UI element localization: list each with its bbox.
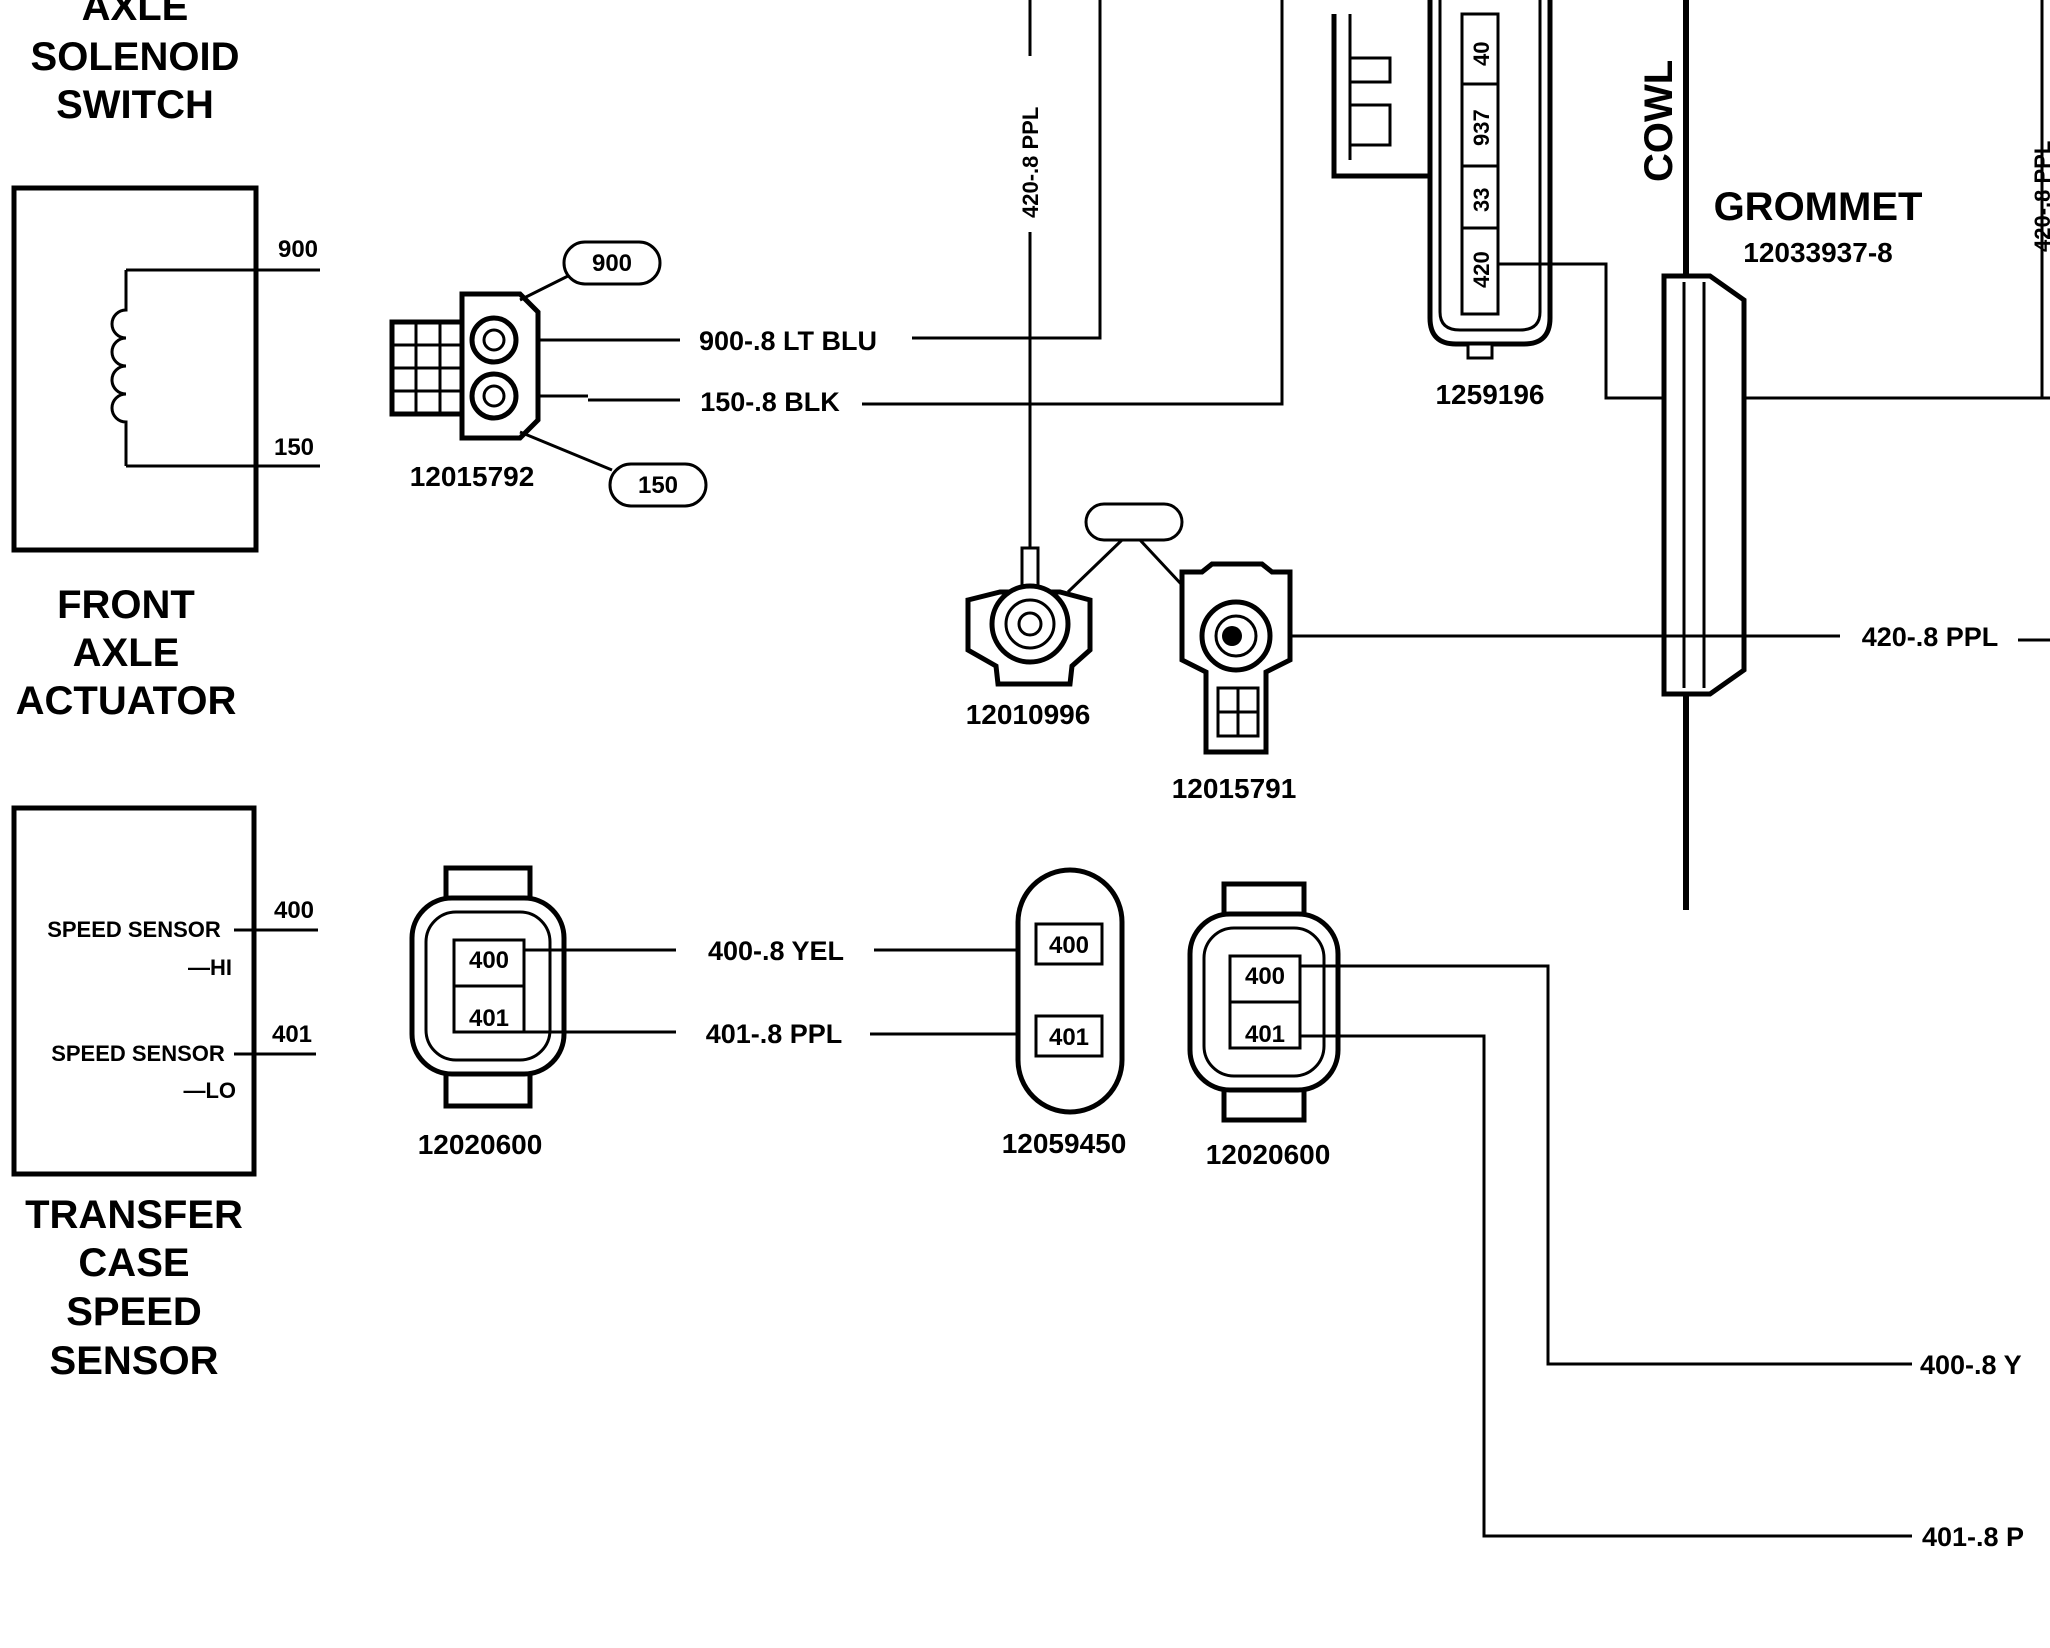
bubble-900 (562, 240, 662, 286)
connector-1259196-label: 1259196 (1435, 379, 1544, 410)
solenoid-title-line2: SOLENOID (31, 35, 240, 79)
speed-sensor-term-401: 401 (272, 1021, 312, 1048)
c12059450-cav-401: 401 (1049, 1024, 1089, 1051)
speed-sensor-title-line3: SPEED (66, 1290, 202, 1334)
speed-sensor-title-line1: TRANSFER (25, 1193, 243, 1237)
wire-420-vertical: 420-.8 PPL (1018, 0, 1043, 548)
wires-400-401-right: 400-.8 Y 401-.8 P (1300, 964, 2024, 1552)
actuator-term-150: 150 (274, 434, 314, 461)
speed-sensor-box (11, 805, 257, 1177)
connectors-12010996-12015791: 12010996 12015791 420-.8 PPL (965, 502, 2050, 804)
front-axle-actuator: 900 150 FRONT AXLE ACTUATOR (11, 185, 320, 723)
cavity-937: 937 (1469, 109, 1494, 146)
blank-bubble (1084, 502, 1184, 542)
solenoid-title-line1: AXLE (82, 0, 189, 29)
speed-sensor-hi-label: SPEED SENSOR (47, 917, 221, 942)
connector-12015792-label: 12015792 (410, 461, 535, 492)
connector-12015791-label: 12015791 (1172, 773, 1297, 804)
wires-400-401: 400-.8 YEL 401-.8 PPL (524, 936, 1034, 1049)
connector-12059450: 400 401 12059450 (1002, 867, 1127, 1159)
bubble-150 (608, 462, 708, 508)
connector-12020600-left-label: 12020600 (418, 1129, 543, 1160)
speed-sensor-hi-suffix: —HI (188, 955, 232, 980)
speed-sensor-title-line2: CASE (78, 1241, 189, 1285)
actuator-term-900: 900 (278, 236, 318, 263)
actuator-title-line1: FRONT (57, 583, 195, 627)
connector-12020600-right: 400 401 12020600 (1187, 881, 1341, 1170)
cavity-33: 33 (1469, 188, 1494, 212)
transfer-case-speed-sensor: SPEED SENSOR —HI SPEED SENSOR —LO 400 40… (11, 805, 318, 1383)
cowl-label: COWL (1637, 60, 1681, 182)
actuator-title-line2: AXLE (73, 631, 180, 675)
solenoid-switch-title: AXLE SOLENOID SWITCH (31, 0, 240, 127)
actuator-title-line3: ACTUATOR (16, 679, 237, 723)
connector-12015792: 900 150 12015792 (389, 240, 708, 508)
c12059450-cav-400: 400 (1049, 932, 1089, 959)
bubble-900-text: 900 (592, 250, 632, 277)
wire-420-right-edge-label: 420-.8 PPL (2030, 141, 2050, 252)
wires-900-150: 900-.8 LT BLU 150-.8 BLK (588, 0, 1284, 417)
wire-420-vertical-label: 420-.8 PPL (1018, 107, 1043, 218)
wire-401-right-label: 401-.8 P (1922, 1522, 2024, 1552)
connector-12010996-label: 12010996 (966, 699, 1091, 730)
connector-12015791: 12015791 (1172, 561, 1297, 804)
cowl-and-grommet: COWL GROMMET 12033937-8 420-.8 PPL (1637, 0, 2050, 910)
wire-400-label: 400-.8 YEL (708, 936, 844, 966)
connector-1259196: 40 937 33 420 1259196 (1331, 0, 2050, 410)
cavity-420: 420 (1469, 251, 1494, 288)
speed-sensor-lo-label: SPEED SENSOR (51, 1041, 225, 1066)
speed-sensor-term-400: 400 (274, 897, 314, 924)
grommet-label: GROMMET (1714, 185, 1923, 229)
left-600-cav-400: 400 (469, 947, 509, 974)
solenoid-title-line3: SWITCH (56, 83, 214, 127)
speed-sensor-lo-suffix: —LO (183, 1078, 236, 1103)
connector-12010996: 12010996 (965, 546, 1093, 730)
right-600-cav-401: 401 (1245, 1021, 1285, 1048)
right-600-cav-400: 400 (1245, 963, 1285, 990)
wire-400-right-label: 400-.8 Y (1920, 1350, 2022, 1380)
wire-401-label: 401-.8 PPL (706, 1019, 843, 1049)
wire-420-horizontal-label: 420-.8 PPL (1862, 622, 1999, 652)
actuator-coil (110, 270, 128, 466)
actuator-box (11, 185, 259, 553)
connector-12059450-label: 12059450 (1002, 1128, 1127, 1159)
grommet-part-label: 12033937-8 (1743, 237, 1892, 268)
cavity-40: 40 (1469, 42, 1494, 66)
left-600-cav-401: 401 (469, 1005, 509, 1032)
wire-900-label: 900-.8 LT BLU (699, 326, 877, 356)
connector-12020600-right-label: 12020600 (1206, 1139, 1331, 1170)
connector-12020600-left: 400 401 12020600 (409, 865, 567, 1160)
speed-sensor-title-line4: SENSOR (50, 1339, 219, 1383)
bubble-150-text: 150 (638, 472, 678, 499)
wire-150-label: 150-.8 BLK (700, 387, 840, 417)
